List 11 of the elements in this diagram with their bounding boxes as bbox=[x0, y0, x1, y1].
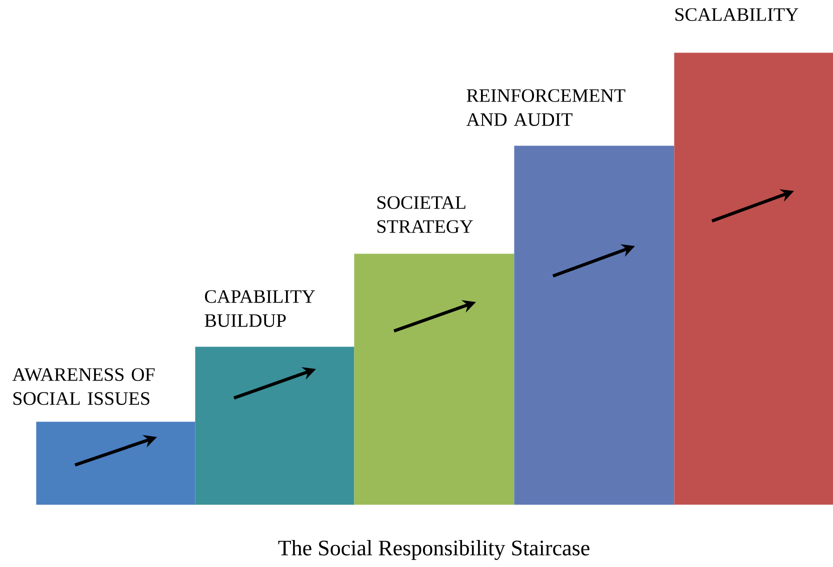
step-bar bbox=[514, 146, 674, 505]
step-label: AWARENESS OF SOCIAL ISSUES bbox=[12, 368, 155, 405]
caption: The Social Responsibility Staircase bbox=[278, 540, 590, 560]
step-label: SCALABILITY bbox=[675, 8, 798, 21]
step-label: REINFORCEMENT AND AUDIT bbox=[466, 89, 626, 126]
step-bar bbox=[195, 346, 354, 505]
step-label: CAPABILITY BUILDUP bbox=[204, 290, 315, 327]
step-bar bbox=[36, 422, 196, 505]
step-bar bbox=[674, 52, 833, 505]
step-bar bbox=[354, 254, 514, 505]
step-label: SOCIETAL STRATEGY bbox=[377, 196, 473, 233]
